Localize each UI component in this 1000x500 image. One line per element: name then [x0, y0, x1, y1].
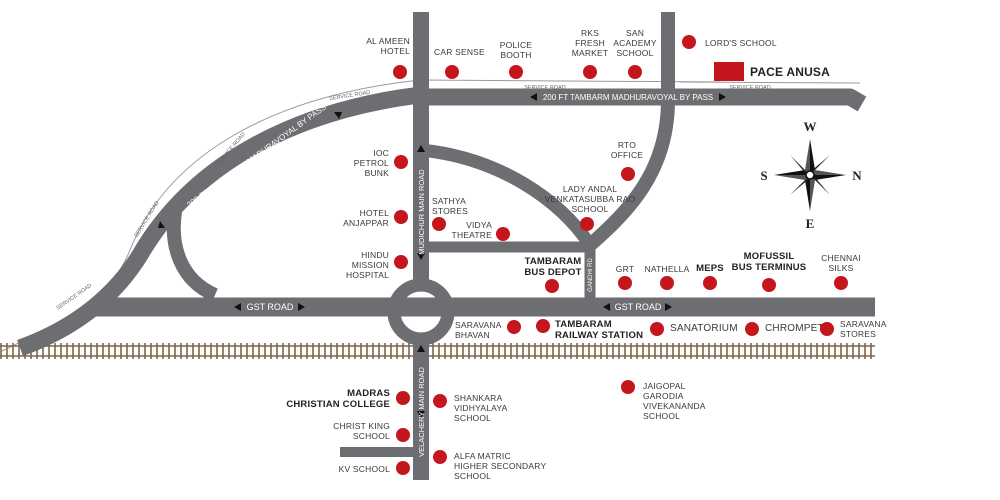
label-railway-station: TAMBARAM RAILWAY STATION	[555, 319, 644, 341]
label-saravana-bhavan: SARAVANA BHAVAN	[455, 320, 502, 340]
bypass-top-road	[420, 88, 867, 112]
place-marker-bus-depot[interactable]	[545, 279, 559, 293]
label-police-booth: POLICE BOOTH	[499, 40, 533, 60]
label-lady-andal: LADY ANDAL VENKATASUBBA RAO SCHOOL	[544, 184, 636, 214]
label-sathya-stores: SATHYA STORES	[432, 196, 468, 216]
place-marker-chrompet[interactable]	[745, 322, 759, 336]
label-vidya-theatre: VIDYA THEATRE	[451, 220, 492, 240]
roundabout	[387, 278, 455, 346]
arrow-left-icon	[603, 303, 610, 311]
velachery-road-label: VELACHERY MAIN ROAD	[417, 367, 426, 457]
pace-anusa-label: PACE ANUSA	[750, 65, 831, 79]
label-bus-depot: TAMBARAM BUS DEPOT	[524, 256, 582, 278]
service-road-label: SERVICE ROAD	[729, 85, 770, 91]
label-saravana-stores: SARAVANA STORES	[840, 319, 887, 339]
pace-anusa-marker[interactable]	[714, 62, 744, 81]
place-marker-ioc-bunk[interactable]	[394, 155, 408, 169]
compass-n: N	[852, 168, 862, 183]
place-marker-saravana-stores[interactable]	[820, 322, 834, 336]
arrow-up-icon	[334, 112, 342, 119]
place-marker-chennai-silks[interactable]	[834, 276, 848, 290]
label-san-academy: SAN ACADEMY SCHOOL	[613, 28, 657, 58]
mudichur-road-label: MUDICHUR MAIN ROAD	[417, 169, 426, 255]
rto-curve-road	[585, 12, 675, 251]
arrow-right-icon	[298, 303, 305, 311]
label-mcc: MADRAS CHRISTIAN COLLEGE	[286, 388, 390, 410]
label-lords-school: LORD'S SCHOOL	[705, 38, 777, 48]
label-mofussil: MOFUSSIL BUS TERMINUS	[731, 251, 807, 273]
place-marker-mcc[interactable]	[396, 391, 410, 405]
service-road-label: SERVICE ROAD	[524, 85, 565, 91]
service-road-right	[679, 81, 861, 84]
bypass-diag-label: 200 FT TAMBARAM MADURAVOYAL BY PASS	[185, 102, 328, 209]
place-marker-lady-andal[interactable]	[580, 217, 594, 231]
label-al-ameen: AL AMEEN HOTEL	[366, 36, 410, 56]
arrow-up-icon	[417, 345, 425, 352]
place-marker-sanatorium[interactable]	[650, 322, 664, 336]
arrow-right-icon	[665, 303, 672, 311]
place-marker-vidya-theatre[interactable]	[496, 227, 510, 241]
place-marker-alfa-matric[interactable]	[433, 450, 447, 464]
arrow-left-icon	[530, 93, 537, 101]
label-chennai-silks: CHENNAI SILKS	[821, 253, 861, 273]
gst-road-label-right: GST ROAD	[615, 302, 662, 312]
label-christ-king: CHRIST KING SCHOOL	[333, 421, 390, 441]
place-marker-rto-office[interactable]	[621, 167, 635, 181]
place-marker-rks-market[interactable]	[583, 65, 597, 79]
label-chrompet: CHROMPET	[765, 323, 824, 334]
sathya-curve-road	[420, 143, 596, 249]
label-sanatorium: SANATORIUM	[670, 323, 738, 334]
place-marker-grt[interactable]	[618, 276, 632, 290]
gandhi-road-label: GANDHI RD	[588, 258, 594, 292]
arrow-down-icon	[417, 411, 425, 418]
place-marker-nathella[interactable]	[660, 276, 674, 290]
place-marker-jaigopal[interactable]	[621, 380, 635, 394]
compass-s: S	[760, 168, 767, 183]
place-marker-railway-station[interactable]	[536, 319, 550, 333]
label-kv-school: KV SCHOOL	[338, 464, 390, 474]
place-marker-christ-king[interactable]	[396, 428, 410, 442]
place-marker-hotel-anjappar[interactable]	[394, 210, 408, 224]
label-hotel-anjappar: HOTEL ANJAPPAR	[343, 208, 389, 228]
label-grt: GRT	[615, 264, 635, 274]
place-marker-mofussil[interactable]	[762, 278, 776, 292]
place-marker-lords-school[interactable]	[682, 35, 696, 49]
label-rto-office: RTO OFFICE	[610, 140, 644, 160]
label-car-sense: CAR SENSE	[434, 47, 485, 57]
arrow-right-icon	[719, 93, 726, 101]
railway-track	[0, 343, 875, 359]
place-marker-hindu-mission[interactable]	[394, 255, 408, 269]
label-nathella: NATHELLA	[644, 264, 690, 274]
place-marker-meps[interactable]	[703, 276, 717, 290]
arrow-up-icon	[417, 145, 425, 152]
label-alfa-matric: ALFA MATRIC HIGHER SECONDARY SCHOOL	[454, 451, 547, 481]
compass-e: E	[806, 216, 815, 231]
place-marker-shankara[interactable]	[433, 394, 447, 408]
label-meps: MEPS	[696, 263, 724, 274]
place-marker-sathya-stores[interactable]	[432, 217, 446, 231]
label-jaigopal: JAIGOPAL GARODIA VIVEKANANDA SCHOOL	[643, 381, 706, 421]
place-marker-al-ameen[interactable]	[393, 65, 407, 79]
arrow-left-icon	[234, 303, 241, 311]
compass-w: W	[804, 119, 817, 134]
label-ioc-bunk: IOC PETROL BUNK	[353, 148, 389, 178]
arrow-down-icon	[417, 253, 425, 260]
place-marker-car-sense[interactable]	[445, 65, 459, 79]
gst-road-label-left: GST ROAD	[247, 302, 294, 312]
place-marker-kv-school[interactable]	[396, 461, 410, 475]
bypass-top-label: 200 FT TAMBARM MADHURAVOYAL BY PASS	[543, 93, 713, 102]
place-marker-san-academy[interactable]	[628, 65, 642, 79]
compass-rose-icon	[774, 139, 846, 211]
place-marker-saravana-bhavan[interactable]	[507, 320, 521, 334]
label-hindu-mission: HINDU MISSION HOSPITAL	[345, 250, 389, 280]
label-rks-market: RKS FRESH MARKET	[571, 28, 609, 58]
arrow-down-icon	[158, 221, 165, 228]
place-marker-police-booth[interactable]	[509, 65, 523, 79]
bypass-link-road	[166, 210, 219, 302]
label-shankara: SHANKARA VIDHYALAYA SCHOOL	[454, 393, 508, 423]
